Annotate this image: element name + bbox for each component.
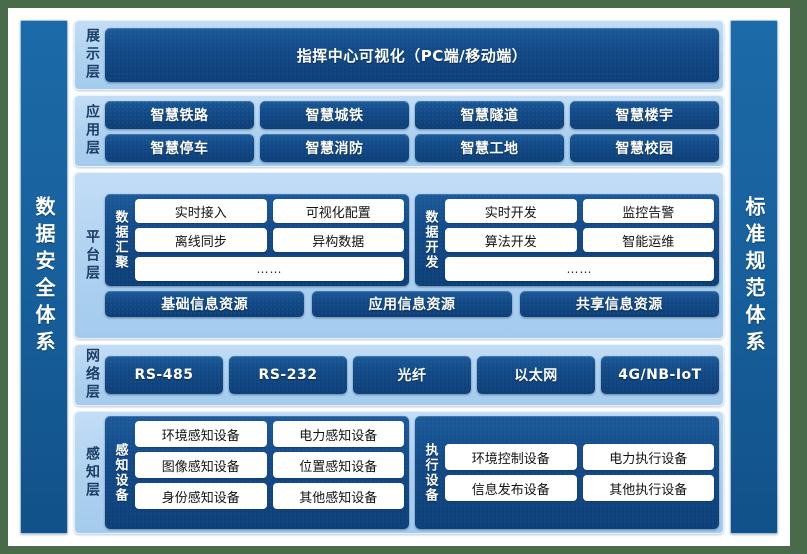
group-label-actuating-devices-text: 执行设备 [422, 442, 438, 503]
network-tile-rs485[interactable]: RS-485 [105, 356, 223, 394]
app-tile-smart-metro[interactable]: 智慧城铁 [260, 100, 409, 129]
layer-body-network: RS-485 RS-232 光纤 以太网 4G/NB-IoT [105, 349, 719, 401]
resource-application-information[interactable]: 应用信息资源 [312, 291, 512, 317]
device-image-sensing[interactable]: 图像感知设备 [135, 452, 267, 478]
platform-resource-row: 基础信息资源 应用信息资源 共享信息资源 [105, 291, 719, 317]
item-row: 身份感知设备 其他感知设备 [135, 483, 404, 509]
architecture-diagram: 数据安全体系 展示层 指挥中心可视化（PC端/移动端） 应用层 [20, 20, 778, 534]
perception-group-sensing-devices: 感知设备 环境感知设备 电力感知设备 图像感知设备 位置感知设备 [105, 416, 409, 529]
application-tile-row-1: 智慧铁路 智慧城铁 智慧隧道 智慧楼宇 [105, 100, 719, 129]
left-vertical-bar-data-security: 数据安全体系 [20, 20, 68, 534]
network-tile-row: RS-485 RS-232 光纤 以太网 4G/NB-IoT [105, 356, 719, 394]
layer-label-presentation: 展示层 [79, 25, 105, 85]
item-realtime-ingest[interactable]: 实时接入 [135, 199, 267, 223]
left-vertical-bar-label: 数据安全体系 [32, 196, 56, 358]
group-items-data-aggregation: 实时接入 可视化配置 离线同步 异构数据 …… [135, 199, 404, 281]
resource-shared-information[interactable]: 共享信息资源 [519, 291, 719, 317]
application-tile-row-2: 智慧停车 智慧消防 智慧工地 智慧校园 [105, 133, 719, 162]
group-label-data-aggregation: 数据汇聚 [110, 199, 130, 281]
item-intelligent-operations[interactable]: 智能运维 [582, 228, 714, 252]
item-row: 实时开发 监控告警 [445, 199, 714, 223]
layer-label-platform-text: 平台层 [84, 228, 100, 283]
item-more-data-aggregation[interactable]: …… [135, 257, 404, 281]
item-row: 离线同步 异构数据 [135, 228, 404, 252]
group-label-sensing-devices: 感知设备 [110, 421, 130, 524]
item-row: 实时接入 可视化配置 [135, 199, 404, 223]
group-items-data-development: 实时开发 监控告警 算法开发 智能运维 …… [445, 199, 714, 281]
item-visual-configuration[interactable]: 可视化配置 [272, 199, 404, 223]
group-label-sensing-devices-text: 感知设备 [112, 442, 128, 503]
item-row: 信息发布设备 其他执行设备 [445, 475, 714, 501]
item-heterogeneous-data[interactable]: 异构数据 [272, 228, 404, 252]
item-row: …… [135, 257, 404, 281]
item-row: …… [445, 257, 714, 281]
app-tile-smart-firefighting[interactable]: 智慧消防 [260, 133, 409, 162]
item-offline-sync[interactable]: 离线同步 [135, 228, 267, 252]
app-tile-smart-building[interactable]: 智慧楼宇 [570, 100, 719, 129]
platform-group-data-development: 数据开发 实时开发 监控告警 算法开发 智能运维 [415, 194, 719, 286]
group-label-data-aggregation-text: 数据汇聚 [112, 210, 128, 270]
layer-body-platform: 数据汇聚 实时接入 可视化配置 离线同步 异构数据 [105, 177, 719, 334]
layer-label-perception: 感知层 [79, 416, 105, 529]
layer-label-presentation-text: 展示层 [84, 28, 100, 82]
device-environment-control[interactable]: 环境控制设备 [445, 444, 577, 470]
right-vertical-bar-label: 标准规范体系 [742, 196, 766, 358]
app-tile-smart-tunnel[interactable]: 智慧隧道 [415, 100, 564, 129]
group-label-data-development-text: 数据开发 [422, 210, 438, 270]
ellipsis-text: …… [566, 262, 593, 276]
layer-body-perception: 感知设备 环境感知设备 电力感知设备 图像感知设备 位置感知设备 [105, 416, 719, 529]
layer-perception: 感知层 感知设备 环境感知设备 电力感知设备 [74, 411, 724, 534]
group-items-actuating-devices: 环境控制设备 电力执行设备 信息发布设备 其他执行设备 [445, 421, 714, 524]
layer-application: 应用层 智慧铁路 智慧城铁 智慧隧道 智慧楼宇 智慧停车 智慧消防 智慧工地 智… [74, 95, 724, 167]
item-row: 算法开发 智能运维 [445, 228, 714, 252]
network-tile-4g-nbiot[interactable]: 4G/NB-IoT [601, 356, 719, 394]
layer-label-application-text: 应用层 [84, 104, 100, 158]
perception-group-actuating-devices: 执行设备 环境控制设备 电力执行设备 信息发布设备 其他执行设备 [415, 416, 719, 529]
item-more-data-development[interactable]: …… [445, 257, 714, 281]
device-environment-sensing[interactable]: 环境感知设备 [135, 421, 267, 447]
group-label-data-development: 数据开发 [420, 199, 440, 281]
platform-group-row: 数据汇聚 实时接入 可视化配置 离线同步 异构数据 [105, 194, 719, 286]
app-tile-smart-parking[interactable]: 智慧停车 [105, 133, 254, 162]
app-tile-smart-construction-site[interactable]: 智慧工地 [415, 133, 564, 162]
right-vertical-bar-standards: 标准规范体系 [730, 20, 778, 534]
app-tile-smart-campus[interactable]: 智慧校园 [570, 133, 719, 162]
item-monitoring-alarm[interactable]: 监控告警 [582, 199, 714, 223]
device-power-actuating[interactable]: 电力执行设备 [582, 444, 714, 470]
device-position-sensing[interactable]: 位置感知设备 [272, 452, 404, 478]
item-row: 环境控制设备 电力执行设备 [445, 444, 714, 470]
device-other-actuating[interactable]: 其他执行设备 [582, 475, 714, 501]
ellipsis-text: …… [256, 262, 283, 276]
layer-label-network-text: 网络层 [84, 348, 100, 402]
app-tile-smart-railway[interactable]: 智慧铁路 [105, 100, 254, 129]
platform-group-data-aggregation: 数据汇聚 实时接入 可视化配置 离线同步 异构数据 [105, 194, 409, 286]
device-identity-sensing[interactable]: 身份感知设备 [135, 483, 267, 509]
layer-presentation: 展示层 指挥中心可视化（PC端/移动端） [74, 20, 724, 90]
layer-platform: 平台层 数据汇聚 实时接入 可视化配置 [74, 172, 724, 339]
layer-label-network: 网络层 [79, 348, 105, 402]
perception-group-row: 感知设备 环境感知设备 电力感知设备 图像感知设备 位置感知设备 [105, 416, 719, 529]
layer-label-application: 应用层 [79, 100, 105, 162]
layer-body-presentation: 指挥中心可视化（PC端/移动端） [105, 25, 719, 85]
command-center-visualization-banner[interactable]: 指挥中心可视化（PC端/移动端） [105, 28, 719, 82]
layer-stack: 展示层 指挥中心可视化（PC端/移动端） 应用层 智慧铁路 智慧城铁 智慧隧道 … [74, 20, 724, 534]
network-tile-rs232[interactable]: RS-232 [229, 356, 347, 394]
device-power-sensing[interactable]: 电力感知设备 [272, 421, 404, 447]
group-label-actuating-devices: 执行设备 [420, 421, 440, 524]
group-items-sensing-devices: 环境感知设备 电力感知设备 图像感知设备 位置感知设备 身份感知设备 其他感知设… [135, 421, 404, 524]
diagram-page: 数据安全体系 展示层 指挥中心可视化（PC端/移动端） 应用层 [8, 8, 790, 546]
device-other-sensing[interactable]: 其他感知设备 [272, 483, 404, 509]
layer-label-perception-text: 感知层 [84, 445, 100, 500]
item-algorithm-development[interactable]: 算法开发 [445, 228, 577, 252]
item-row: 环境感知设备 电力感知设备 [135, 421, 404, 447]
layer-body-application: 智慧铁路 智慧城铁 智慧隧道 智慧楼宇 智慧停车 智慧消防 智慧工地 智慧校园 [105, 100, 719, 162]
layer-network: 网络层 RS-485 RS-232 光纤 以太网 4G/NB-IoT [74, 344, 724, 406]
device-information-publishing[interactable]: 信息发布设备 [445, 475, 577, 501]
network-tile-fiber[interactable]: 光纤 [353, 356, 471, 394]
network-tile-ethernet[interactable]: 以太网 [477, 356, 595, 394]
item-row: 图像感知设备 位置感知设备 [135, 452, 404, 478]
layer-label-platform: 平台层 [79, 177, 105, 334]
item-realtime-development[interactable]: 实时开发 [445, 199, 577, 223]
resource-basic-information[interactable]: 基础信息资源 [105, 291, 305, 317]
